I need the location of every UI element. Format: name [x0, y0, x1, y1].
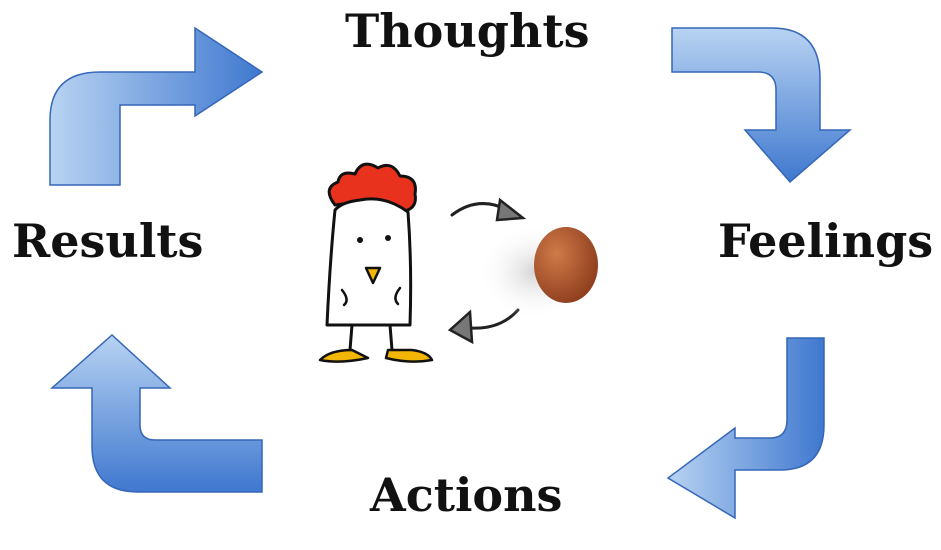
arrow-thoughts-to-feelings — [671, 27, 853, 184]
chicken-illustration — [318, 162, 434, 363]
chicken-eye-right — [385, 235, 391, 241]
arrow-actions-to-results — [50, 333, 263, 493]
chicken-beak — [364, 266, 382, 285]
arrow-feelings-to-actions — [666, 337, 825, 520]
egg — [534, 227, 598, 303]
chicken-eye-left — [357, 237, 363, 243]
chicken-wing-right — [394, 286, 402, 306]
chicken-body — [325, 197, 413, 327]
chicken-wing-left — [340, 288, 348, 307]
chicken-foot-right — [384, 348, 434, 363]
label-actions: Actions — [370, 468, 563, 522]
arrow-results-to-thoughts — [49, 26, 264, 186]
label-feelings: Feelings — [718, 214, 934, 268]
chicken-foot-left — [318, 348, 370, 363]
label-thoughts: Thoughts — [345, 4, 590, 58]
label-results: Results — [12, 214, 204, 268]
